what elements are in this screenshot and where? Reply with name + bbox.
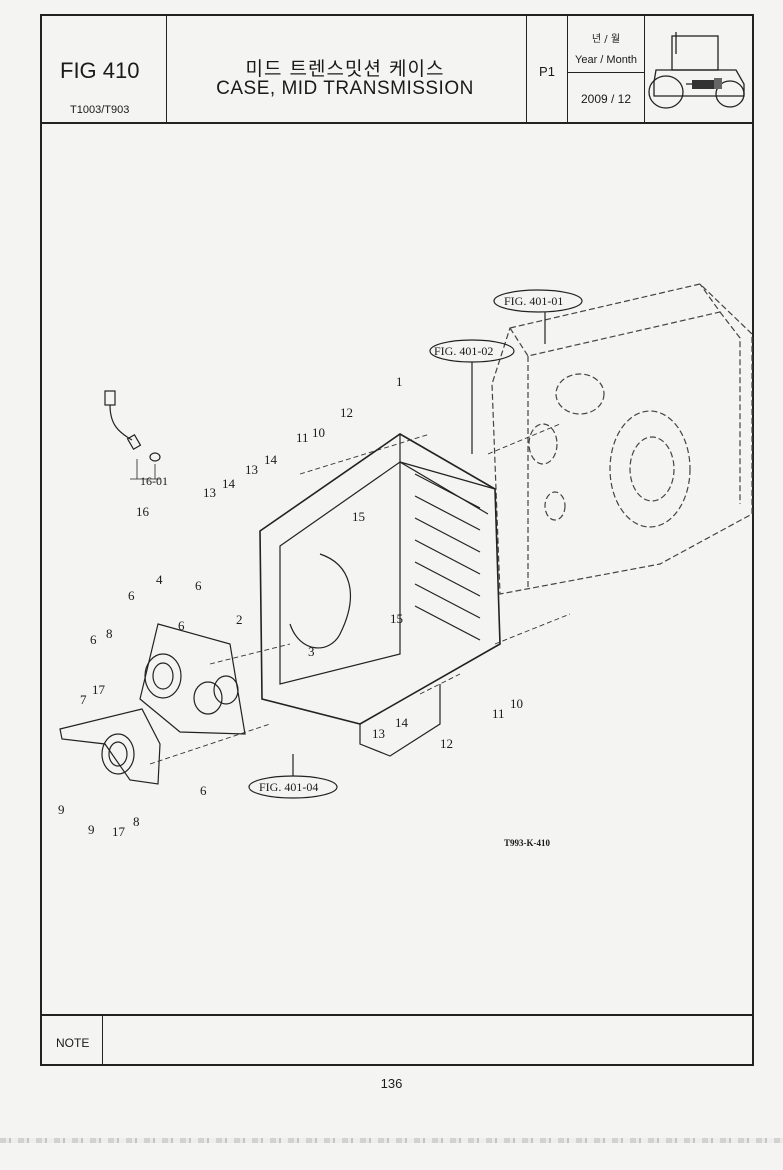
callout-12b: 12: [440, 736, 453, 751]
diagram-svg: FIG. 401-01 FIG. 401-02 FIG. 401-04 1 2 …: [58, 283, 753, 848]
callout-9b: 9: [88, 822, 95, 837]
note-row: NOTE: [40, 1014, 754, 1066]
ref-fig-401-01: FIG. 401-01: [504, 294, 563, 308]
exploded-diagram: FIG. 401-01 FIG. 401-02 FIG. 401-04 1 2 …: [40, 124, 754, 1014]
title-korean: 미드 트렌스밋션 케이스: [245, 58, 445, 80]
callout-3: 3: [308, 644, 315, 659]
callout-6c: 6: [90, 632, 97, 647]
fig-number: FIG 410: [60, 58, 140, 83]
callout-6b: 6: [195, 578, 202, 593]
callout-10a: 10: [312, 425, 325, 440]
callout-7: 7: [80, 692, 87, 707]
year-month-korean: 년 / 월: [591, 34, 621, 45]
callout-16: 16: [136, 504, 150, 519]
model-number: T1003/T903: [70, 104, 130, 116]
figure-reference-bubbles: [248, 289, 583, 799]
callout-13c: 13: [372, 726, 385, 741]
callout-14b: 14: [264, 452, 278, 467]
callout-12a: 12: [340, 405, 353, 420]
drawing-code: T993-K-410: [504, 838, 550, 848]
bracket-drawing: [59, 708, 161, 785]
date: 2009 / 12: [580, 92, 632, 106]
callout-10b: 10: [510, 696, 523, 711]
sensor-drawing: [104, 390, 161, 462]
year-month-english: Year / Month: [575, 54, 637, 66]
scan-artifact: [0, 1138, 783, 1143]
callout-16-01: 16-01: [140, 474, 168, 488]
callout-6a: 6: [128, 588, 135, 603]
callout-6e: 6: [178, 618, 185, 633]
ref-fig-401-04: FIG. 401-04: [259, 780, 318, 794]
callout-17b: 17: [112, 824, 126, 839]
callout-14a: 14: [222, 476, 236, 491]
callout-15b: 15: [390, 611, 403, 626]
page-number: 136: [380, 1076, 403, 1091]
callout-14c: 14: [395, 715, 409, 730]
mid-transmission-case-drawing: [259, 433, 501, 757]
title-english: CASE, MID TRANSMISSION: [216, 78, 474, 99]
callout-11a: 11: [296, 430, 309, 445]
rear-housing-drawing: [491, 283, 753, 595]
callout-13b: 13: [245, 462, 258, 477]
callout-2: 2: [236, 612, 243, 627]
front-cover-drawing: [139, 623, 246, 735]
part-callouts: FIG. 401-01 FIG. 401-02 FIG. 401-04 1 2 …: [58, 294, 563, 848]
callout-1: 1: [396, 374, 403, 389]
callout-15a: 15: [352, 509, 365, 524]
callout-8b: 8: [133, 814, 140, 829]
callout-8a: 8: [106, 626, 113, 641]
note-label: NOTE: [56, 1036, 90, 1050]
callout-11b: 11: [492, 706, 505, 721]
header: FIG 410 T1003/T903 미드 트렌스밋션 케이스 CASE, MI…: [40, 14, 754, 124]
page-label: P1: [539, 64, 555, 79]
ref-fig-401-02: FIG. 401-02: [434, 344, 493, 358]
callout-9a: 9: [58, 802, 65, 817]
callout-4: 4: [156, 572, 163, 587]
callout-17a: 17: [92, 682, 106, 697]
tractor-icon: [648, 32, 745, 109]
callout-6d: 6: [200, 783, 207, 798]
page-frame: [40, 14, 754, 1066]
callout-13a: 13: [203, 485, 216, 500]
